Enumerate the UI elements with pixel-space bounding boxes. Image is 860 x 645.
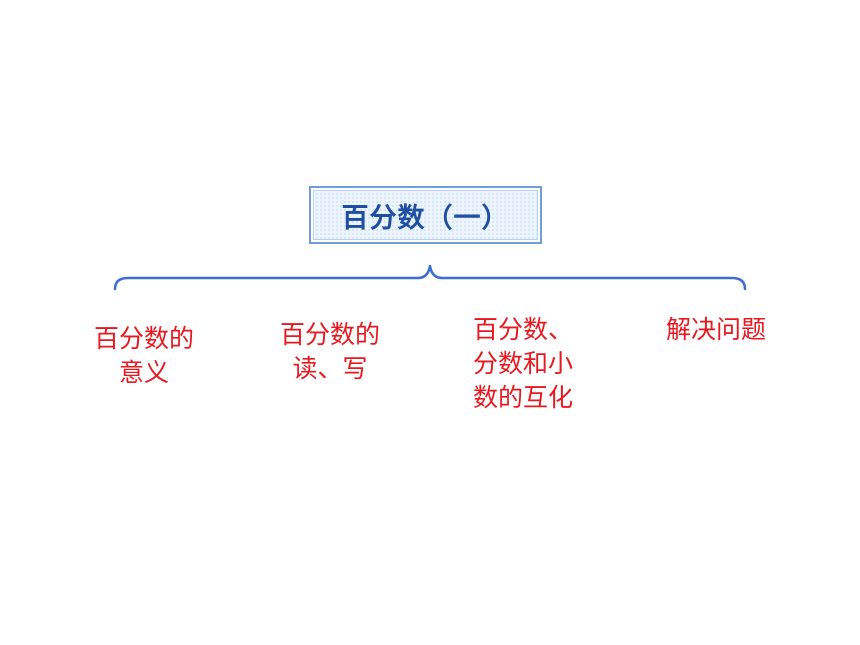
brace-path: [113, 264, 747, 291]
branch-label-line: 解决问题: [665, 315, 766, 344]
branch-conversion: 百分数、 分数和小 数的互化: [458, 313, 588, 415]
branch-label-line: 百分数、: [472, 315, 573, 344]
branch-label-line: 百分数的: [279, 320, 380, 349]
branch-problem-solving: 解决问题: [652, 313, 780, 347]
branch-label-line: 读、写: [292, 354, 368, 383]
branch-read-write: 百分数的 读、写: [266, 318, 394, 386]
title-box: 百分数（一）: [309, 186, 542, 244]
branch-label-line: 意义: [118, 358, 169, 387]
branch-label-line: 数的互化: [472, 383, 573, 412]
branch-label-line: 百分数的: [93, 324, 194, 353]
branch-meaning: 百分数的 意义: [82, 322, 206, 390]
diagram-title: 百分数（一）: [341, 202, 510, 234]
branch-label-line: 分数和小: [472, 349, 573, 378]
